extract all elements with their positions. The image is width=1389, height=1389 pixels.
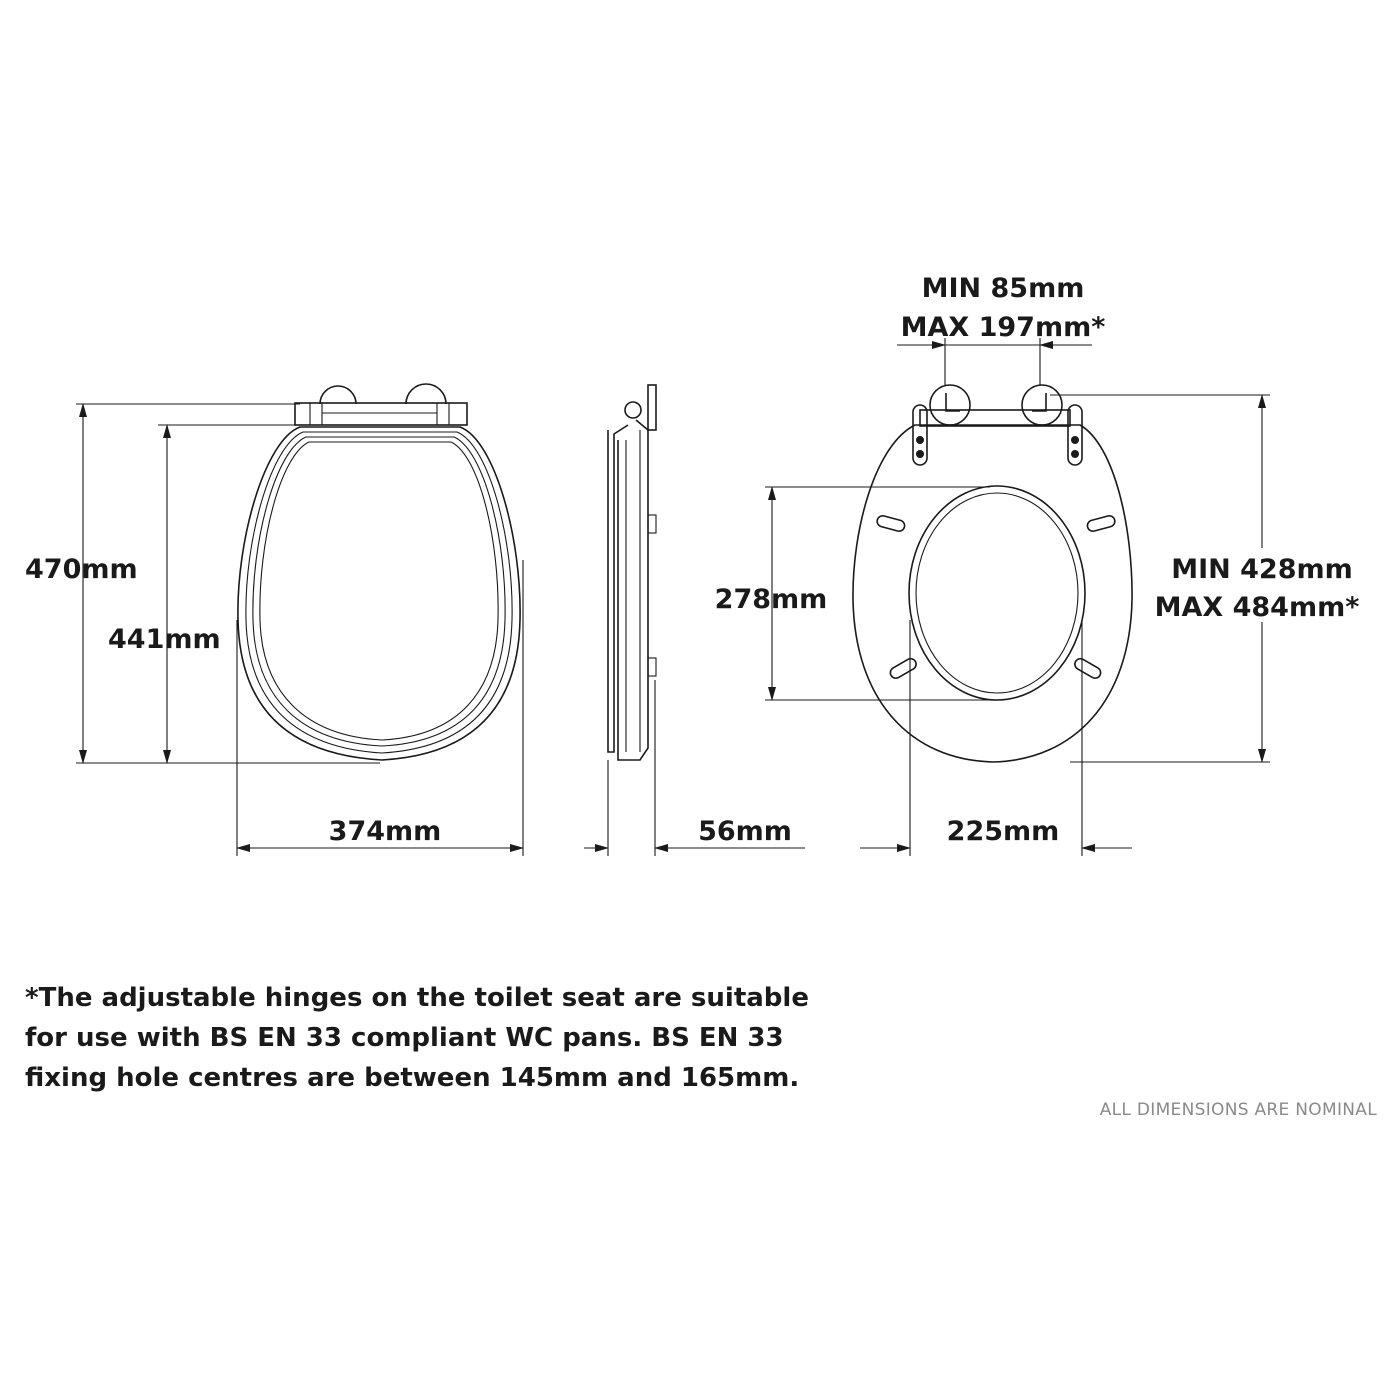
opening-width-label: 225mm: [947, 816, 1060, 847]
nominal-dimensions-note: ALL DIMENSIONS ARE NOMINAL: [1099, 1100, 1377, 1120]
footnote: *The adjustable hinges on the toilet sea…: [25, 978, 809, 1098]
height-seat-label: 441mm: [108, 624, 221, 655]
hinge-spacing-max-label: MAX 197mm*: [901, 312, 1106, 343]
footnote-line: *The adjustable hinges on the toilet sea…: [25, 983, 809, 1013]
hinge-depth-min-label: MIN 428mm: [1171, 554, 1353, 585]
dimension-lines-side: [584, 680, 805, 856]
opening-length-label: 278mm: [715, 584, 828, 615]
hinge-depth-max-label: MAX 484mm*: [1155, 592, 1360, 623]
seat-top-view: [852, 384, 1133, 763]
dimension-lines-right: [765, 338, 1270, 856]
width-label: 374mm: [329, 816, 442, 847]
footnote-line: for use with BS EN 33 compliant WC pans.…: [25, 1023, 784, 1053]
footnote-line: fixing hole centres are between 145mm an…: [25, 1063, 800, 1093]
seat-front-view: [237, 383, 521, 761]
dimension-lines-left: [76, 403, 524, 856]
thickness-label: 56mm: [698, 816, 792, 847]
seat-side-view: [607, 384, 657, 761]
hinge-spacing-min-label: MIN 85mm: [922, 273, 1085, 304]
height-overall-label: 470mm: [25, 554, 138, 585]
